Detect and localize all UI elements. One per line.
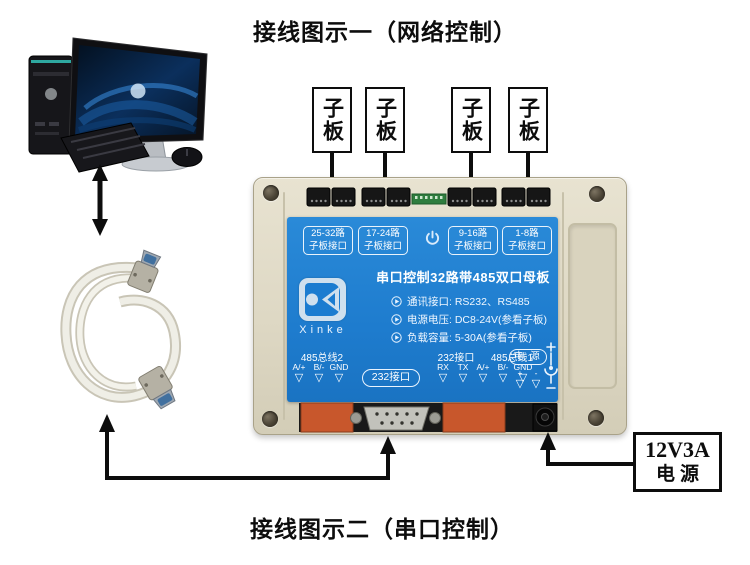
pin-triangle-icon: ▽ — [531, 378, 541, 390]
computer-illustration — [28, 37, 208, 173]
callout-line-2 — [383, 153, 387, 193]
power-badge: 电 源 — [509, 349, 547, 365]
play-bullet-icon — [391, 314, 402, 325]
top-connector-strip — [306, 187, 551, 207]
power-pins: +▽ -▽ — [512, 368, 544, 390]
callout-line-4 — [526, 153, 530, 193]
terminal-block-485bus2 — [300, 402, 354, 433]
pc-mouse — [171, 147, 203, 167]
pin-triangle-icon: ▽ — [478, 372, 488, 384]
enclosure-ridge-right — [562, 192, 564, 420]
hp-logo — [130, 83, 146, 99]
daughter-board-callout-3: 子板 — [451, 87, 491, 153]
serial-connection-line — [99, 414, 396, 480]
serial-cable-illustration — [60, 249, 181, 410]
pin-gnd: GND▽ — [329, 362, 349, 384]
pin-triangle-icon: ▽ — [438, 372, 448, 384]
dc-polarity-icon — [544, 342, 558, 389]
daughter-board-callout-1: 子板 — [312, 87, 352, 153]
xinke-logo-glyph — [305, 283, 340, 316]
pin-triangle-icon: ▽ — [334, 372, 344, 384]
pin-a-plus: A/+▽ — [476, 362, 490, 384]
pc-keyboard — [60, 122, 150, 173]
db9-connector — [350, 406, 441, 431]
arrow-up-icon — [540, 432, 556, 450]
pin-gnd: GND▽ — [513, 362, 533, 384]
bottom-connector-strip — [299, 402, 558, 433]
pin-minus: -▽ — [531, 368, 541, 390]
daughter-board-callout-4: 子板 — [508, 87, 548, 153]
daughter-board-callout-2: 子板 — [365, 87, 405, 153]
cable-connector-top — [127, 249, 162, 293]
arrow-up-icon — [99, 414, 115, 432]
pin-triangle-icon: ▽ — [314, 372, 324, 384]
power-icon — [425, 230, 440, 245]
serial-232-title: 232接口 — [437, 353, 475, 364]
rs232-port-badge: 232接口 — [362, 369, 420, 387]
play-bullet-icon — [391, 296, 402, 307]
pin-tx: TX▽ — [457, 362, 469, 384]
pin-rx: RX▽ — [437, 362, 449, 384]
port-label-17-24: 17-24路子板接口 — [358, 226, 408, 255]
callout-line-3 — [469, 153, 473, 193]
pin-plus: +▽ — [515, 368, 525, 390]
pc-tower — [28, 55, 74, 155]
port-label-25-32: 25-32路子板接口 — [303, 226, 353, 255]
enclosure-ridge-left — [283, 192, 285, 420]
cable-connector-bottom — [138, 365, 176, 410]
pin-triangle-icon: ▽ — [518, 372, 528, 384]
updown-arrow-icon — [92, 164, 108, 236]
psu-label: 电源 — [655, 464, 704, 485]
mount-hole-bottom-right — [588, 410, 604, 426]
arrow-up-icon — [380, 436, 396, 454]
dc-jack — [532, 403, 558, 432]
pc-monitor — [68, 37, 208, 172]
serial-pins: RX▽ TX▽ A/+▽ B/-▽ GND▽ — [433, 362, 533, 384]
pin-a-plus: A/+▽ — [292, 362, 306, 384]
spec-load-capacity: 负载容量: 5-30A(参看子板) — [391, 330, 532, 345]
bus2-pins: A/+▽ B/-▽ GND▽ — [289, 362, 349, 384]
pin-b-minus: B/-▽ — [497, 362, 509, 384]
pin-triangle-icon: ▽ — [294, 372, 304, 384]
pin-triangle-icon: ▽ — [498, 372, 508, 384]
spec-comm-interface: 通讯接口: RS232、RS485 — [391, 294, 530, 309]
psu-rating: 12V3A — [645, 437, 710, 462]
bus2-title: 485总线2 — [300, 353, 344, 364]
pin-triangle-icon: ▽ — [515, 378, 525, 390]
power-supply-label-box: 12V3A 电源 — [633, 432, 722, 492]
cable-coil — [60, 261, 181, 403]
port-label-9-16: 9-16路子板接口 — [448, 226, 498, 255]
callout-line-1 — [330, 153, 334, 193]
pin-triangle-icon: ▽ — [458, 372, 468, 384]
mount-hole-top-right — [589, 186, 605, 202]
title-network-control: 接线图示一（网络控制） — [253, 20, 517, 45]
enclosure-groove — [568, 223, 617, 389]
pin-b-minus: B/-▽ — [313, 362, 325, 384]
terminal-block-serial — [442, 402, 506, 433]
pcb-green-strip — [411, 193, 447, 205]
play-bullet-icon — [391, 332, 402, 343]
power-connection-line — [540, 432, 636, 466]
spec-power-voltage: 电源电压: DC8-24V(参看子板) — [391, 312, 547, 327]
board-title: 串口控制32路带485双口母板 — [376, 270, 550, 285]
mount-hole-bottom-left — [262, 411, 278, 427]
xinke-logo — [299, 278, 346, 321]
mount-hole-top-left — [263, 185, 279, 201]
xinke-logo-text: Xinke — [299, 324, 347, 336]
title-serial-control: 接线图示二（串口控制） — [250, 517, 514, 542]
port-label-1-8: 1-8路子板接口 — [502, 226, 552, 255]
